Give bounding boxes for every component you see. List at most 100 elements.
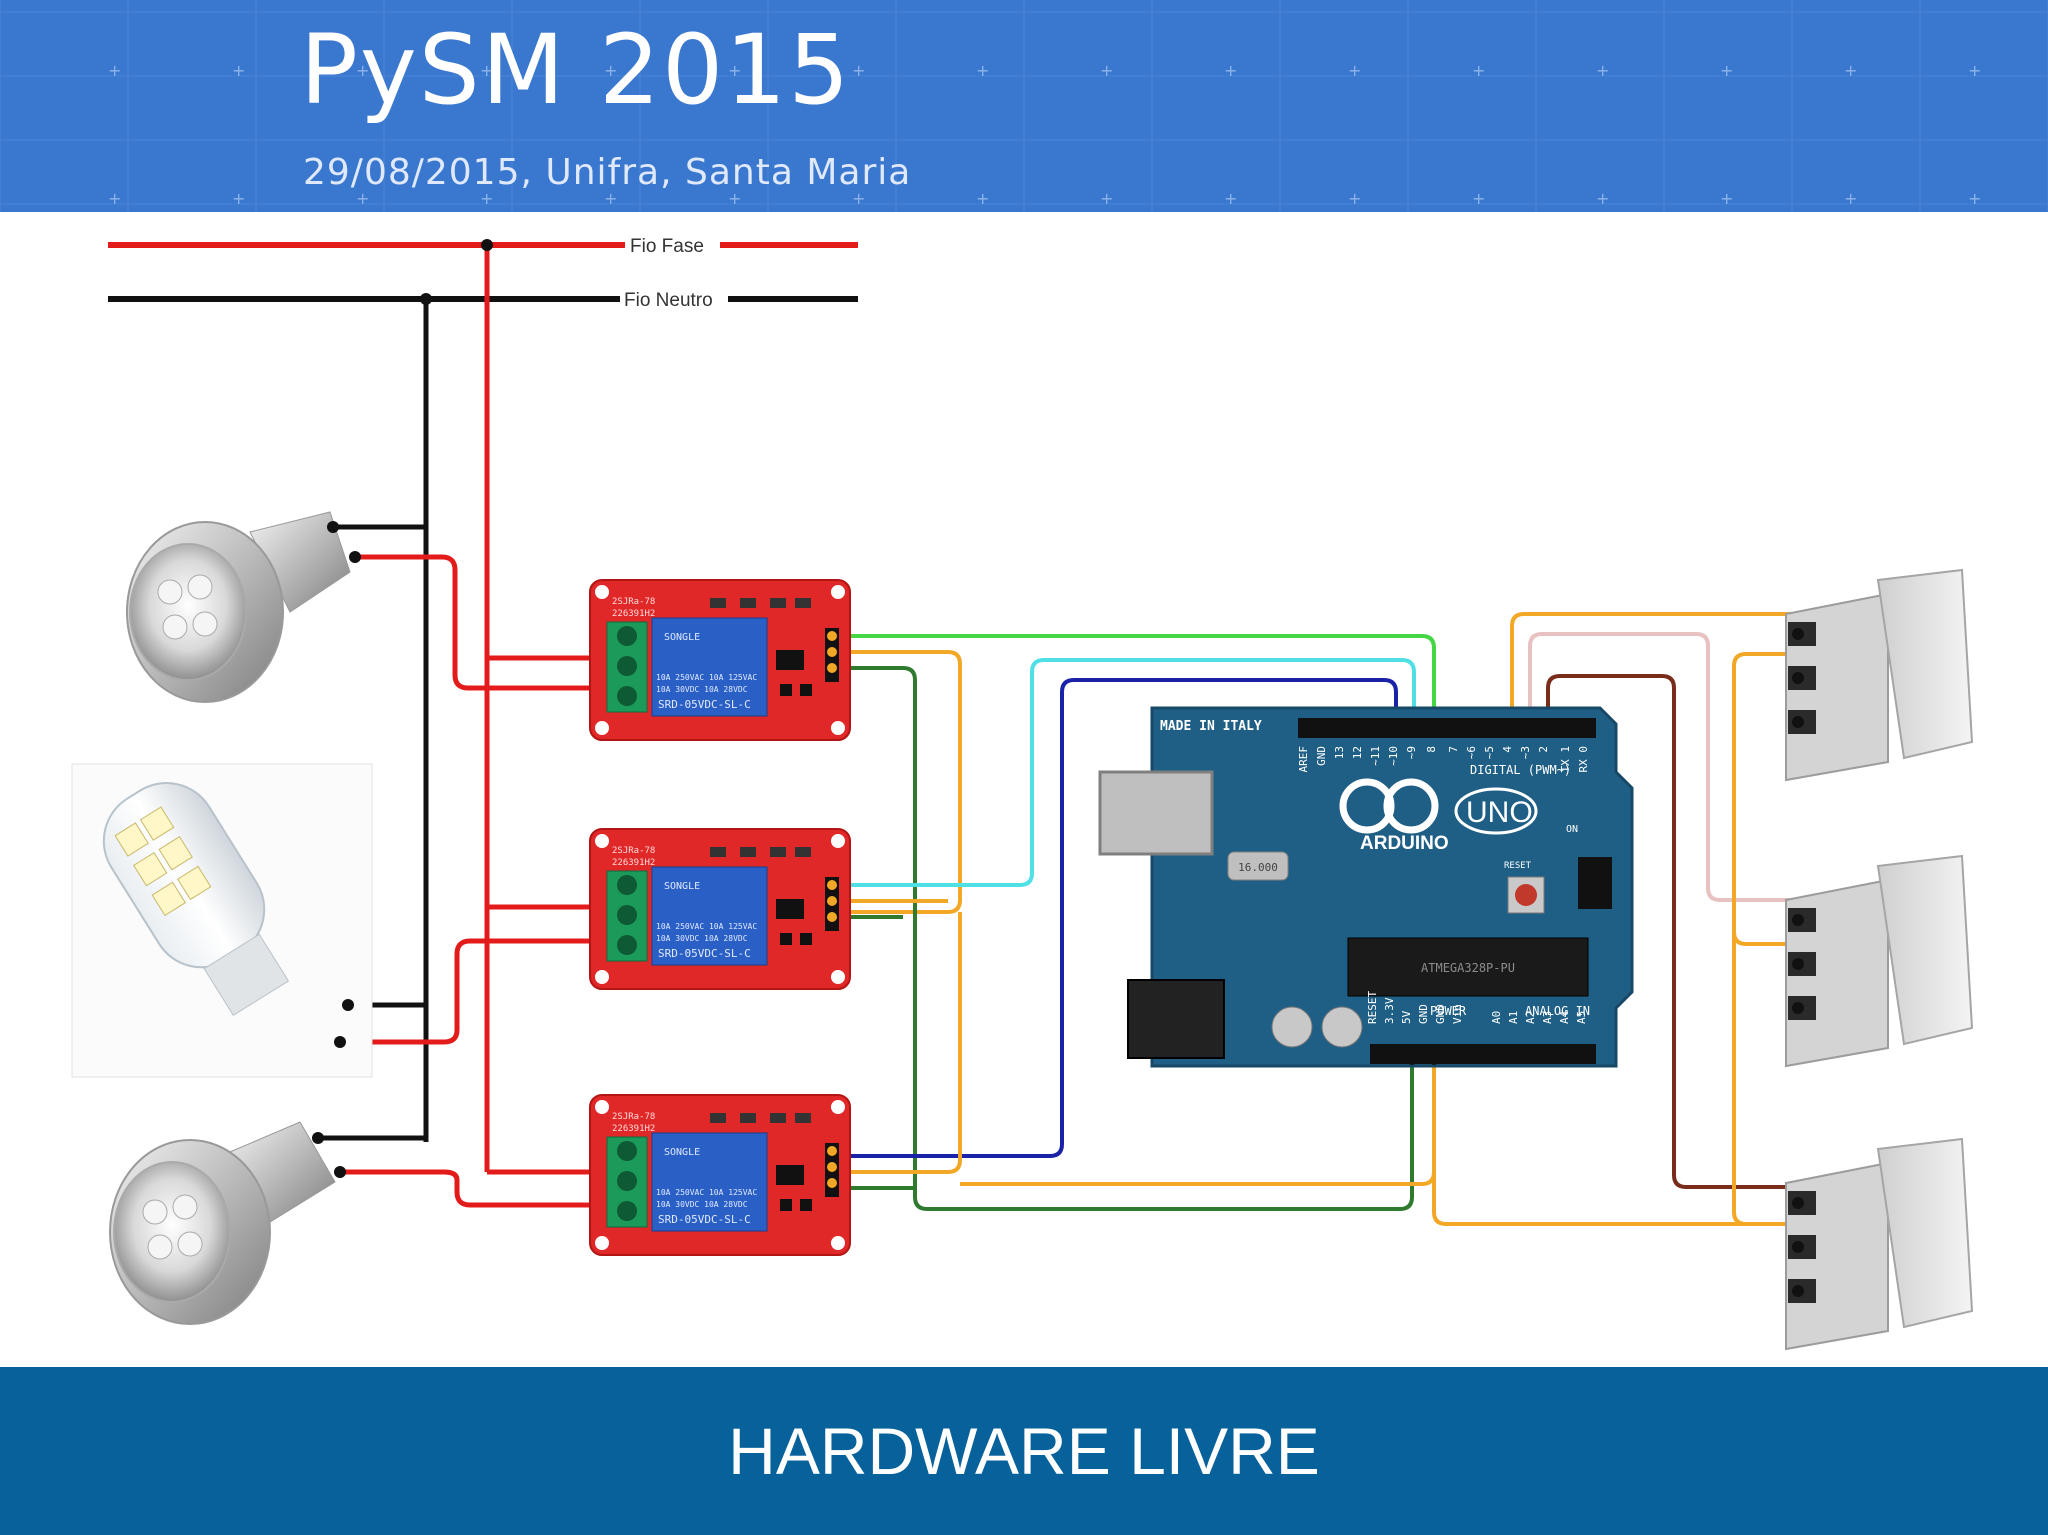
reset-button [1507,876,1545,914]
svg-text:+: + [1472,189,1485,208]
svg-text:+: + [1100,189,1113,208]
bottom-pin-label: 5V [1400,1010,1413,1024]
relay-model-label: SRD-05VDC-SL-C [658,1213,751,1226]
slide-footer: HARDWARE LIVRE [0,1367,2048,1535]
relay-model-label: SRD-05VDC-SL-C [658,698,751,711]
wall-switch-2 [1785,854,1974,1068]
power-jack [1127,979,1225,1059]
wire-relay1-in [838,634,1436,724]
arduino-wire-pins [1391,719,1553,1065]
digital-pin-label: ~10 [1387,746,1400,766]
slide-title: PySM 2015 [300,14,852,126]
capacitor-2 [1321,1006,1363,1048]
bottom-pin-label: GND [1434,1004,1447,1024]
lamp-capsule-middle [71,763,373,1078]
relay-sub-label: 226391H2 [612,1124,655,1134]
bottom-pin-label: A0 [1490,1011,1503,1024]
bottom-pin-label: A4 [1558,1010,1571,1024]
power-label: POWER [1430,1004,1467,1018]
wire-5v-to-switches [1432,1060,1790,1226]
digital-pin-label: AREF [1297,746,1310,773]
wire-switch3-sig [1546,674,1790,1189]
bottom-pin-label: GND [1417,1004,1430,1024]
svg-text:+: + [976,189,989,208]
digital-pin-label: ~5 [1483,746,1496,759]
phase-wire-label: Fio Fase [630,236,704,257]
svg-text:+: + [604,61,617,80]
bottom-pin-label: 3.3V [1383,997,1396,1024]
blueprint-grid: ++++++++++++++++++++++++++++++++ [0,0,2048,212]
svg-text:+: + [1596,189,1609,208]
svg-text:+: + [480,189,493,208]
svg-text:+: + [1596,61,1609,80]
footer-title: HARDWARE LIVRE [728,1414,1320,1488]
svg-text:+: + [108,189,121,208]
wire-relay1-gnd [838,666,1414,1211]
crystal [1227,851,1289,881]
digital-pin-label: GND [1315,746,1328,766]
svg-text:+: + [604,189,617,208]
relay-top-label: 2SJRa-78 [612,1112,655,1122]
arduino-brand-label: ARDUINO [1360,833,1449,854]
neutral-wire-label: Fio Neutro [624,290,713,311]
atmega-chip-label: ATMEGA328P-PU [1421,961,1515,975]
digital-pin-label: ~9 [1405,746,1418,759]
slide-header: ++++++++++++++++++++++++++++++++ PySM 20… [0,0,2048,212]
svg-text:+: + [1348,61,1361,80]
lamp-spot-bottom [109,1121,346,1325]
digital-pin-label: 4 [1501,746,1514,753]
usb-connector [1098,770,1214,856]
atmega-chip [1347,937,1589,997]
svg-text:+: + [480,61,493,80]
wire-relay3-vcc [838,912,962,1174]
lamp-spot-top [126,511,361,703]
relay-brand-label: SONGLE [664,1147,700,1158]
crystal-label: 16.000 [1238,861,1278,874]
signal-wires [838,612,1790,1226]
digital-header [1298,718,1596,738]
wire-switch-common-a [1732,652,1790,946]
digital-pin-label: 8 [1425,746,1438,753]
capacitor-1 [1271,1006,1313,1048]
wire-switch-common-b [1732,932,1790,1226]
phase-junction [481,239,493,251]
wiring-diagram: Fio Fase Fio Neutro [71,236,1974,1351]
svg-text:+: + [976,61,989,80]
uno-badge-outline [1454,787,1538,835]
svg-text:+: + [1348,189,1361,208]
uno-label: UNO [1466,796,1533,829]
svg-text:+: + [1224,189,1237,208]
svg-text:+: + [232,61,245,80]
wall-switch-1 [1785,568,1974,782]
digital-label: DIGITAL (PWM~) [1470,763,1571,777]
relay-spec-line1: 10A 250VAC 10A 125VAC [656,922,757,931]
arduino-uno-board: ATMEGA328P-PU 16.000 MADE IN ITALY ARDUI… [1098,706,1634,1068]
relay-sub-label: 226391H2 [612,858,655,868]
digital-pin-label: ~11 [1369,746,1382,766]
reset-button-cap [1515,884,1537,906]
relay-spec-line2: 10A 30VDC 10A 28VDC [656,1200,748,1209]
wire-relay1-vcc [838,650,962,914]
relay-model-label: SRD-05VDC-SL-C [658,947,751,960]
digital-pin-label: TX 1 [1559,746,1572,773]
relay-modules: SONGLE 10A 250VAC 10A 125VAC 10A 30VDC 10A… [589,579,851,1256]
svg-text:+: + [356,61,369,80]
bottom-pin-label: A3 [1541,1011,1554,1024]
digital-pin-label: 13 [1333,746,1346,759]
svg-text:+: + [1472,61,1485,80]
arduino-logo-icon [1339,778,1395,834]
wire-switch1-sig [1510,612,1790,724]
relay-brand-label: SONGLE [664,881,700,892]
bottom-pin-label: A1 [1507,1011,1520,1024]
digital-pin-label: 7 [1447,746,1460,753]
svg-text:+: + [1100,61,1113,80]
svg-text:+: + [1720,61,1733,80]
relay-top-label: 2SJRa-78 [612,846,655,856]
analog-label: ANALOG IN [1525,1004,1590,1018]
on-led-label: ON [1566,824,1578,835]
icsp-header [1578,857,1612,909]
digital-pin-label: RX 0 [1577,746,1590,773]
